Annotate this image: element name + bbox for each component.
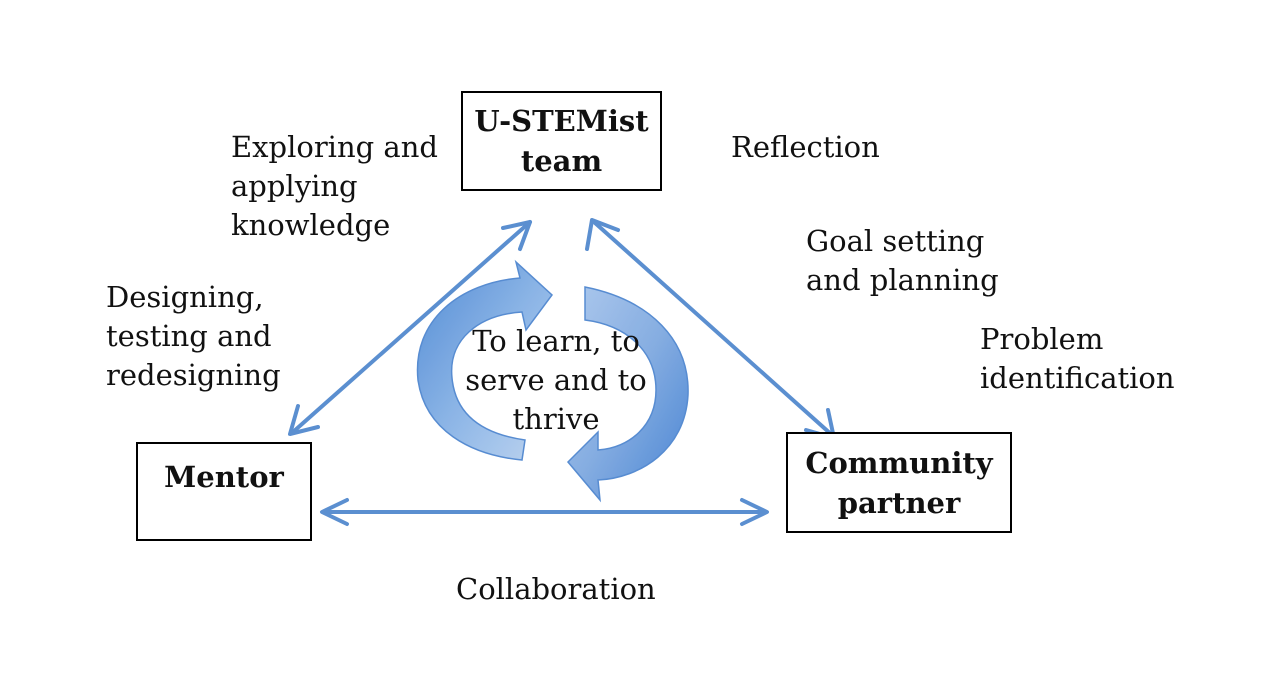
center-text-line: serve and to [465,363,647,397]
label-designing-testing-redesigning: Designing, testing and redesigning [106,278,281,395]
node-community-partner-line2: partner [837,485,961,520]
node-ustemist-team: U-STEMist team [461,91,662,191]
cycle-arrow-right [566,286,689,503]
arrow-mentor-community [320,498,769,526]
label-goal-setting-planning: Goal setting and planning [806,222,999,300]
label-line: testing and [106,319,272,353]
label-line: Exploring and [231,130,438,164]
label-line: Problem [980,322,1104,356]
label-line: Goal setting [806,224,985,258]
label-line: Designing, [106,280,264,314]
node-community-partner-line1: Community [805,445,993,480]
node-mentor: Mentor [136,442,312,541]
label-line: Reflection [731,130,880,164]
label-line: Collaboration [456,572,656,606]
label-line: redesigning [106,358,281,392]
node-ustemist-team-line1: U-STEMist [474,104,649,138]
label-collaboration: Collaboration [456,570,656,609]
label-line: and planning [806,263,999,297]
node-mentor-label: Mentor [164,460,284,494]
center-text-line: thrive [512,402,600,436]
node-ustemist-team-line2: team [520,144,603,178]
node-community-partner: Community partner [786,432,1012,533]
cycle-arrow-left [416,259,554,461]
label-line: applying [231,169,358,203]
label-reflection: Reflection [731,128,880,167]
center-text: To learn, to serve and to thrive [456,322,656,439]
center-text-line: To learn, to [472,324,640,358]
label-line: identification [980,361,1175,395]
label-exploring-applying-knowledge: Exploring and applying knowledge [231,128,438,245]
label-line: knowledge [231,208,391,242]
label-problem-identification: Problem identification [980,320,1175,398]
arrow-mentor-team [288,220,532,436]
